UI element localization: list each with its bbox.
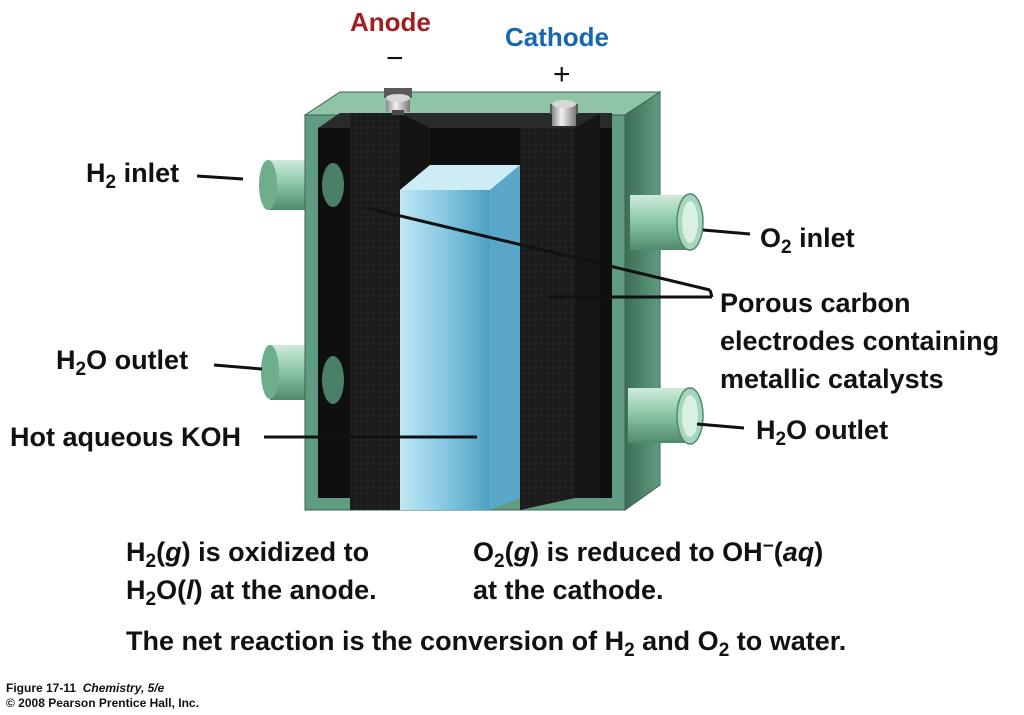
cathode-terminal-bolt xyxy=(550,100,578,126)
koh-label: Hot aqueous KOH xyxy=(10,422,242,452)
anode-reaction-line-2: H2O(l) at the anode. xyxy=(126,575,377,610)
leader-lines xyxy=(196,174,751,439)
h2o-outlet-left-port xyxy=(322,356,344,404)
h2o-outlet-right-leader xyxy=(696,422,745,430)
electrolyte-koh xyxy=(400,165,520,510)
figure-caption: Figure 17-11 Chemistry, 5/e © 2008 Pears… xyxy=(6,681,199,711)
anode-reaction-line-1: H2(g) is oxidized to xyxy=(126,537,370,572)
cathode-reaction-line-2: at the cathode. xyxy=(473,575,664,605)
h2-inlet-port xyxy=(322,163,344,207)
cathode-electrode xyxy=(520,113,600,510)
figure-caption-line-2: © 2008 Pearson Prentice Hall, Inc. xyxy=(6,696,199,710)
anode-sign: − xyxy=(386,42,404,75)
h2o-outlet-left-leader xyxy=(213,363,263,371)
electrode-leader-joint xyxy=(708,289,714,298)
cathode-reaction: O2(g) is reduced to OH−(aq) at the catho… xyxy=(473,533,823,609)
electrodes-label-line-1: Porous carbon xyxy=(720,288,911,318)
electrodes-label: Porous carbon electrodes containing meta… xyxy=(720,284,999,398)
h2o-outlet-right-pipe xyxy=(628,387,704,445)
anode-terminal-bolt xyxy=(384,88,412,115)
h2-inlet-label: H2 inlet xyxy=(86,158,180,193)
electrodes-label-line-2: electrodes containing xyxy=(720,326,1000,356)
anode-electrode-leader xyxy=(366,206,711,292)
h2-inlet-leader xyxy=(196,174,244,181)
electrodes-label-line-3: metallic catalysts xyxy=(720,364,944,394)
h2o-outlet-right-label: H2O outlet xyxy=(756,415,889,450)
h2o-outlet-left-label: H2O outlet xyxy=(56,345,189,380)
cathode-reaction-line-1: O2(g) is reduced to OH−(aq) xyxy=(473,536,824,572)
cathode-label: Cathode xyxy=(505,22,609,52)
cathode-sign: + xyxy=(553,58,571,91)
o2-inlet-label: O2 inlet xyxy=(760,223,855,258)
o2-inlet-leader xyxy=(702,228,751,236)
o2-inlet-pipe xyxy=(630,193,704,251)
net-reaction: The net reaction is the conversion of H2… xyxy=(126,626,847,661)
figure-caption-line-1: Figure 17-11 Chemistry, 5/e xyxy=(6,681,165,695)
anode-label: Anode xyxy=(350,7,431,37)
anode-reaction: H2(g) is oxidized to H2O(l) at the anode… xyxy=(126,533,377,609)
